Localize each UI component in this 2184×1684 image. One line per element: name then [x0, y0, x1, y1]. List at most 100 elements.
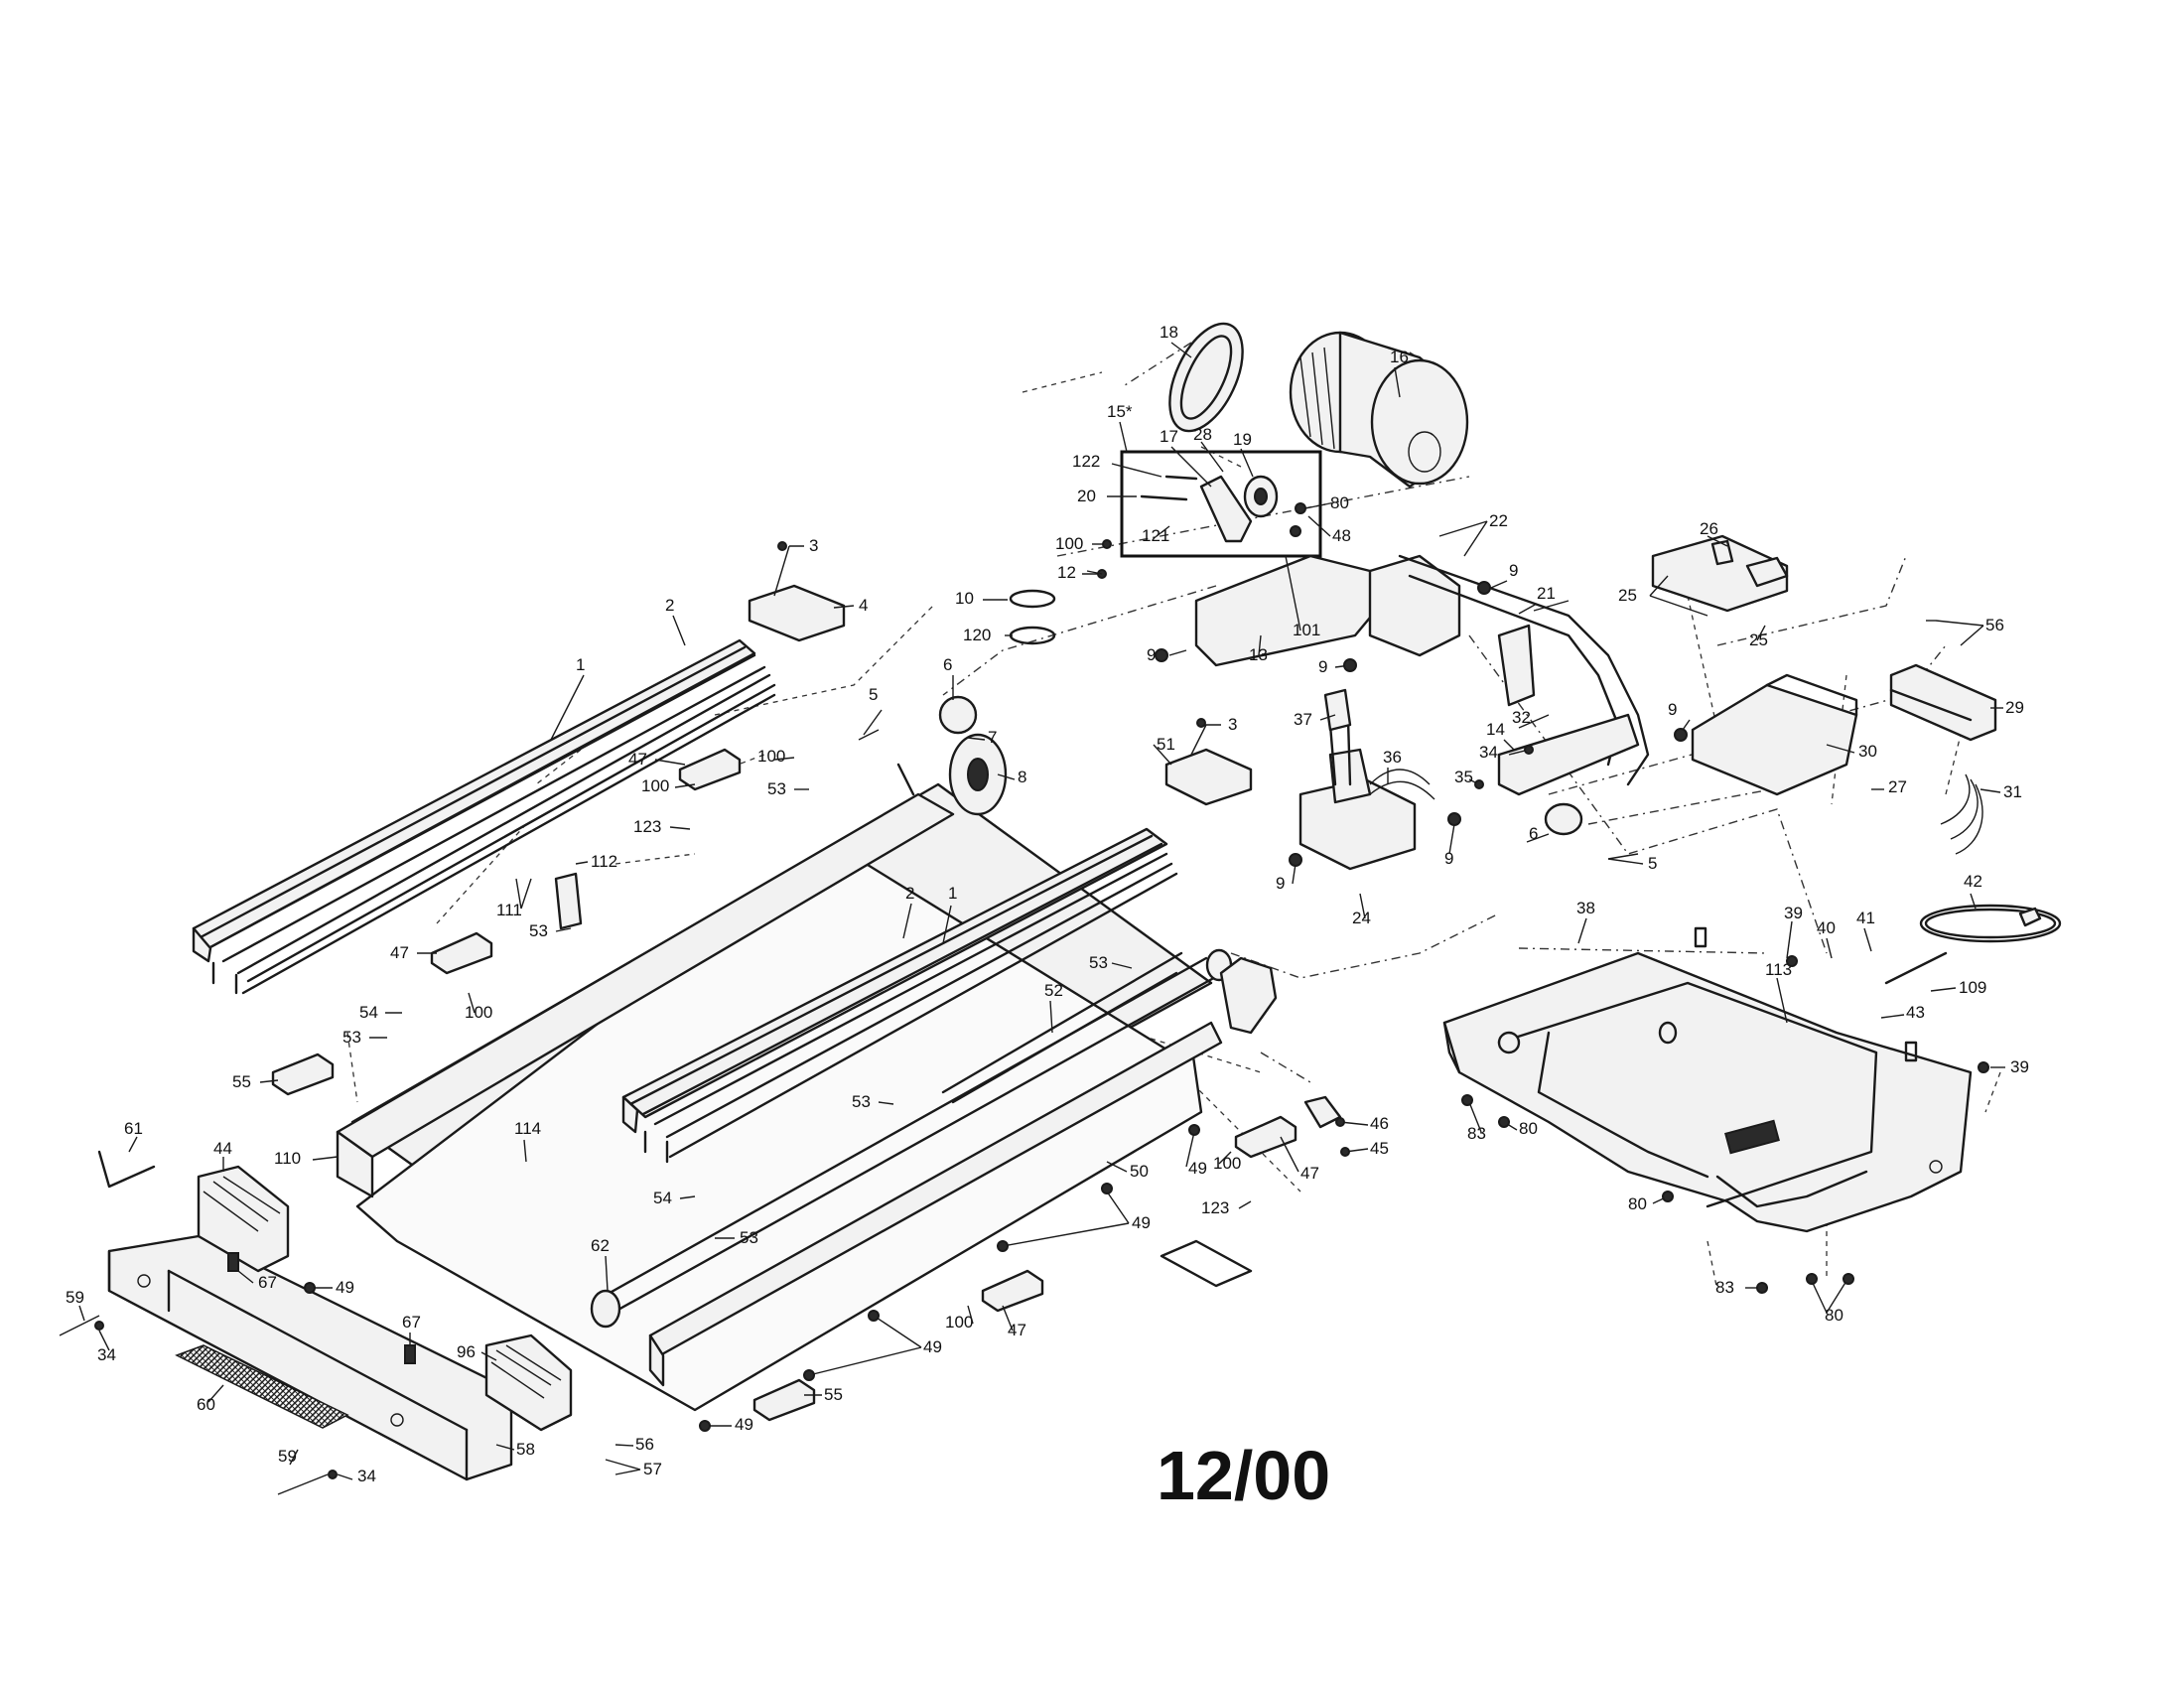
callout-80: 80: [1330, 493, 1349, 512]
callout-83: 83: [1715, 1278, 1734, 1297]
callout-45: 45: [1370, 1139, 1389, 1158]
callout-labels: 1 1 2 2 3 3 4 5 5 6 6 7 8 9 9 9 9 9 9 10…: [66, 323, 2029, 1485]
callout-123: 123: [1201, 1198, 1229, 1217]
callout-1: 1: [576, 655, 585, 674]
callout-100: 100: [1055, 534, 1083, 553]
callout-9: 9: [1318, 657, 1327, 676]
callout-18: 18: [1160, 323, 1178, 342]
callout-55: 55: [824, 1385, 843, 1404]
callout-9: 9: [1276, 874, 1285, 893]
small-parts: [97, 584, 1342, 1422]
callout-100: 100: [1213, 1154, 1241, 1173]
callout-80: 80: [1519, 1119, 1538, 1138]
callout-40: 40: [1817, 918, 1836, 937]
callout-19: 19: [1233, 430, 1252, 449]
callout-35: 35: [1454, 768, 1473, 786]
callout-54: 54: [359, 1003, 378, 1022]
callout-112: 112: [591, 852, 617, 871]
callout-49: 49: [1132, 1213, 1151, 1232]
callout-7: 7: [988, 728, 997, 747]
callout-52: 52: [1044, 981, 1063, 1000]
callout-8: 8: [1018, 768, 1026, 786]
callout-20: 20: [1077, 487, 1096, 505]
controller: [1651, 534, 1858, 796]
callout-110: 110: [274, 1149, 301, 1168]
callout-9: 9: [1509, 561, 1518, 580]
callout-12: 12: [1057, 563, 1076, 582]
callout-100: 100: [757, 747, 785, 766]
callout-22: 22: [1489, 511, 1508, 530]
callout-2: 2: [905, 884, 914, 903]
callout-14: 14: [1486, 720, 1505, 739]
callout-21: 21: [1537, 584, 1556, 603]
upright-frame: [1194, 554, 1650, 836]
callout-29: 29: [2005, 698, 2024, 717]
callout-47: 47: [1008, 1321, 1026, 1339]
callout-80: 80: [1825, 1306, 1843, 1325]
callout-123: 123: [633, 817, 661, 836]
idler-assembly: [1140, 475, 1306, 543]
callout-32: 32: [1512, 708, 1531, 727]
callout-17: 17: [1160, 427, 1178, 446]
callout-47: 47: [628, 750, 647, 769]
callout-2: 2: [665, 596, 674, 615]
callout-114: 114: [514, 1119, 541, 1138]
leader-lines: [78, 342, 2005, 1480]
callout-3: 3: [809, 536, 818, 555]
callout-43: 43: [1906, 1003, 1925, 1022]
callout-109: 109: [1959, 978, 1986, 997]
callout-122: 122: [1072, 452, 1100, 471]
callout-47: 47: [390, 943, 409, 962]
callout-111: 111: [496, 901, 522, 919]
callout-38: 38: [1576, 899, 1595, 917]
callout-34: 34: [1479, 743, 1498, 762]
incline-motor: [1298, 688, 1435, 871]
idler-kit-box: [1120, 450, 1322, 558]
callout-41: 41: [1856, 909, 1875, 927]
callout-3: 3: [1228, 715, 1237, 734]
callout-113: 113: [1765, 960, 1792, 979]
callout-62: 62: [591, 1236, 610, 1255]
callout-51: 51: [1157, 735, 1175, 754]
callout-101: 101: [1293, 621, 1320, 639]
callout-49: 49: [336, 1278, 354, 1297]
callout-67: 67: [402, 1313, 421, 1332]
callout-34: 34: [97, 1345, 116, 1364]
callout-61: 61: [124, 1119, 143, 1138]
callout-4: 4: [859, 596, 868, 615]
callout-53: 53: [529, 921, 548, 940]
callout-49: 49: [923, 1337, 942, 1356]
callout-48: 48: [1332, 526, 1351, 545]
callout-39: 39: [1784, 904, 1803, 922]
callout-6: 6: [943, 655, 952, 674]
callout-42: 42: [1964, 872, 1982, 891]
callout-31: 31: [2003, 782, 2022, 801]
side-rail-right: [621, 827, 1178, 1164]
side-rail-left: [192, 638, 776, 995]
callout-5: 5: [1648, 854, 1657, 873]
callout-25: 25: [1618, 586, 1637, 605]
callout-50: 50: [1130, 1162, 1149, 1181]
callout-15: 15*: [1107, 402, 1133, 421]
callout-1: 1: [948, 884, 957, 903]
callout-53: 53: [1089, 953, 1108, 972]
callout-56: 56: [635, 1435, 654, 1454]
callout-54: 54: [653, 1189, 672, 1207]
callout-30: 30: [1858, 742, 1877, 761]
callout-25: 25: [1749, 631, 1768, 649]
callout-37: 37: [1294, 710, 1312, 729]
callout-53: 53: [767, 779, 786, 798]
fasteners: [59, 539, 1989, 1495]
wiring: [1884, 773, 2062, 985]
callout-53: 53: [342, 1028, 361, 1047]
callout-100: 100: [945, 1313, 973, 1332]
rear-endcap: [107, 1165, 573, 1481]
callout-39: 39: [2010, 1057, 2029, 1076]
bracket-29: [1889, 663, 1997, 742]
callout-9: 9: [1668, 700, 1677, 719]
callout-36: 36: [1383, 748, 1402, 767]
motor: [1168, 322, 1469, 489]
callout-28: 28: [1193, 425, 1212, 444]
callout-83: 83: [1467, 1124, 1486, 1143]
